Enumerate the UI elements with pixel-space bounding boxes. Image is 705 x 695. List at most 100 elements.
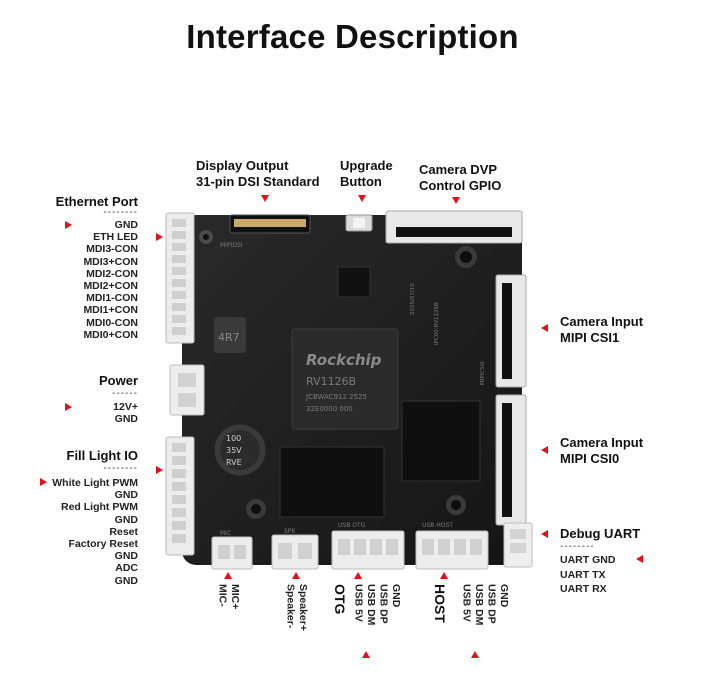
fill-light-pin: Factory Reset [30, 538, 138, 550]
ethernet-pin: ETH LED [40, 231, 138, 243]
silk-spk: SPK [284, 528, 296, 535]
camera-dvp-arrow [452, 197, 460, 204]
speaker-minus: Speaker- [284, 584, 297, 631]
ethernet-pin: MDI3-CON [40, 243, 138, 255]
csi1-line1: Camera Input [560, 314, 643, 330]
otg-title: OTG [332, 584, 348, 614]
fill-light-arrow-left [40, 478, 47, 486]
memory-chip [280, 447, 384, 517]
csi1-line2: MIPI CSI1 [560, 330, 643, 346]
inductor-label: 4R7 [218, 331, 240, 344]
cap-line3: RVE [226, 458, 242, 467]
host-pin: USB DM [473, 584, 486, 625]
power-divider: ------ [80, 389, 138, 399]
fill-light-pin: GND [30, 575, 138, 587]
silk-mic: MIC [220, 530, 231, 537]
silk-usb-otg: USB OTG [338, 522, 366, 529]
camera-dvp-line2: Control GPIO [419, 178, 501, 194]
mic-arrow [224, 572, 232, 579]
fill-light-pin: ADC [30, 562, 138, 574]
speaker-arrow [292, 572, 300, 579]
debug-uart-title: Debug UART [560, 526, 640, 542]
fill-light-pin: GND [30, 489, 138, 501]
fill-light-divider: -------- [60, 464, 138, 474]
ethernet-arrow-left [65, 221, 72, 229]
mic-minus: MIC- [216, 584, 229, 609]
ethernet-pin: MDI2+CON [40, 280, 138, 292]
upgrade-button-label: Upgrade Button [340, 158, 393, 190]
mic-plus: MIC+ [229, 584, 242, 609]
debug-uart-pin: UART TX [560, 568, 615, 583]
ethernet-pin: MDI1-CON [40, 292, 138, 304]
cap-line1: 100 [226, 434, 241, 443]
small-ic [338, 267, 370, 297]
debug-uart-pin: UART RX [560, 582, 615, 597]
debug-uart-pin: UART GND [560, 553, 615, 568]
fill-light-title: Fill Light IO [20, 448, 138, 464]
debug-uart-divider: -------- [560, 542, 595, 552]
board-svg: MIPIDSI Rockchip RV1126B JCBWAC912 2525 … [160, 205, 540, 572]
debug-uart-arrow-pin [636, 555, 643, 563]
ethernet-pin: MDI1+CON [40, 304, 138, 316]
camera-dvp-label: Camera DVP Control GPIO [419, 162, 501, 194]
csi0-line1: Camera Input [560, 435, 643, 451]
silk-dsi: MIPIDSI [220, 242, 243, 249]
soc-brand: Rockchip [306, 351, 382, 369]
emmc-chip [402, 401, 480, 481]
csi1-arrow [541, 324, 548, 332]
soc-line1: JCBWAC912 2525 [305, 393, 367, 401]
host-pin: USB 5V [460, 584, 473, 625]
upgrade-line2: Button [340, 174, 393, 190]
power-connector [170, 365, 204, 415]
otg-pin: USB DP [377, 584, 390, 625]
host-pin: GND [498, 584, 511, 625]
camera-csi0-label: Camera Input MIPI CSI0 [560, 435, 643, 467]
ethernet-pin: MDI3+CON [40, 256, 138, 268]
silk-csi: MIPICSI0 [480, 361, 486, 385]
ethernet-pin: MDI0+CON [40, 329, 138, 341]
upgrade-line1: Upgrade [340, 158, 393, 174]
speaker-label-group: Speaker- Speaker+ [284, 584, 309, 631]
host-pin-list: GNDUSB DPUSB DMUSB 5V [460, 584, 510, 625]
display-output-line1: Display Output [196, 158, 320, 174]
ethernet-pin: MDI2-CON [40, 268, 138, 280]
fill-light-pin: GND [30, 550, 138, 562]
otg-arrow-top [354, 572, 362, 579]
silk-pcb: IPC00-RV1126B [434, 302, 440, 345]
cap-line2: 35V [226, 446, 242, 455]
power-arrow [65, 403, 72, 411]
host-arrow-bottom [471, 651, 479, 658]
otg-arrow-bottom [362, 651, 370, 658]
soc-model: RV1126B [306, 375, 356, 388]
otg-pin: USB DM [365, 584, 378, 625]
fill-light-pin: Reset [30, 526, 138, 538]
camera-csi1-label: Camera Input MIPI CSI1 [560, 314, 643, 346]
otg-pin: GND [390, 584, 403, 625]
silk-usb-host: USB HOST [422, 522, 453, 529]
ethernet-divider: -------- [60, 208, 138, 218]
soc-line2: 32E0000 000 [306, 405, 353, 413]
upgrade-button-arrow [358, 195, 366, 202]
display-output-line2: 31-pin DSI Standard [196, 174, 320, 190]
fill-light-pin: Red Light PWM [30, 501, 138, 513]
ethernet-pin: MDI0-CON [40, 317, 138, 329]
ethernet-pin: GND [40, 219, 138, 231]
power-pin: GND [60, 413, 138, 425]
camera-dvp-line1: Camera DVP [419, 162, 501, 178]
mic-label-group: MIC- MIC+ [216, 584, 241, 609]
debug-uart-arrow-board [541, 530, 548, 538]
host-title: HOST [432, 584, 448, 623]
display-output-label: Display Output 31-pin DSI Standard [196, 158, 320, 190]
fill-light-pin: GND [30, 514, 138, 526]
host-arrow-top [440, 572, 448, 579]
csi0-line2: MIPI CSI0 [560, 451, 643, 467]
page-title: Interface Description [0, 18, 705, 56]
csi0-arrow [541, 446, 548, 454]
speaker-plus: Speaker+ [297, 584, 310, 631]
board-photo: MIPIDSI Rockchip RV1126B JCBWAC912 2525 … [160, 205, 540, 572]
host-pin: USB DP [485, 584, 498, 625]
